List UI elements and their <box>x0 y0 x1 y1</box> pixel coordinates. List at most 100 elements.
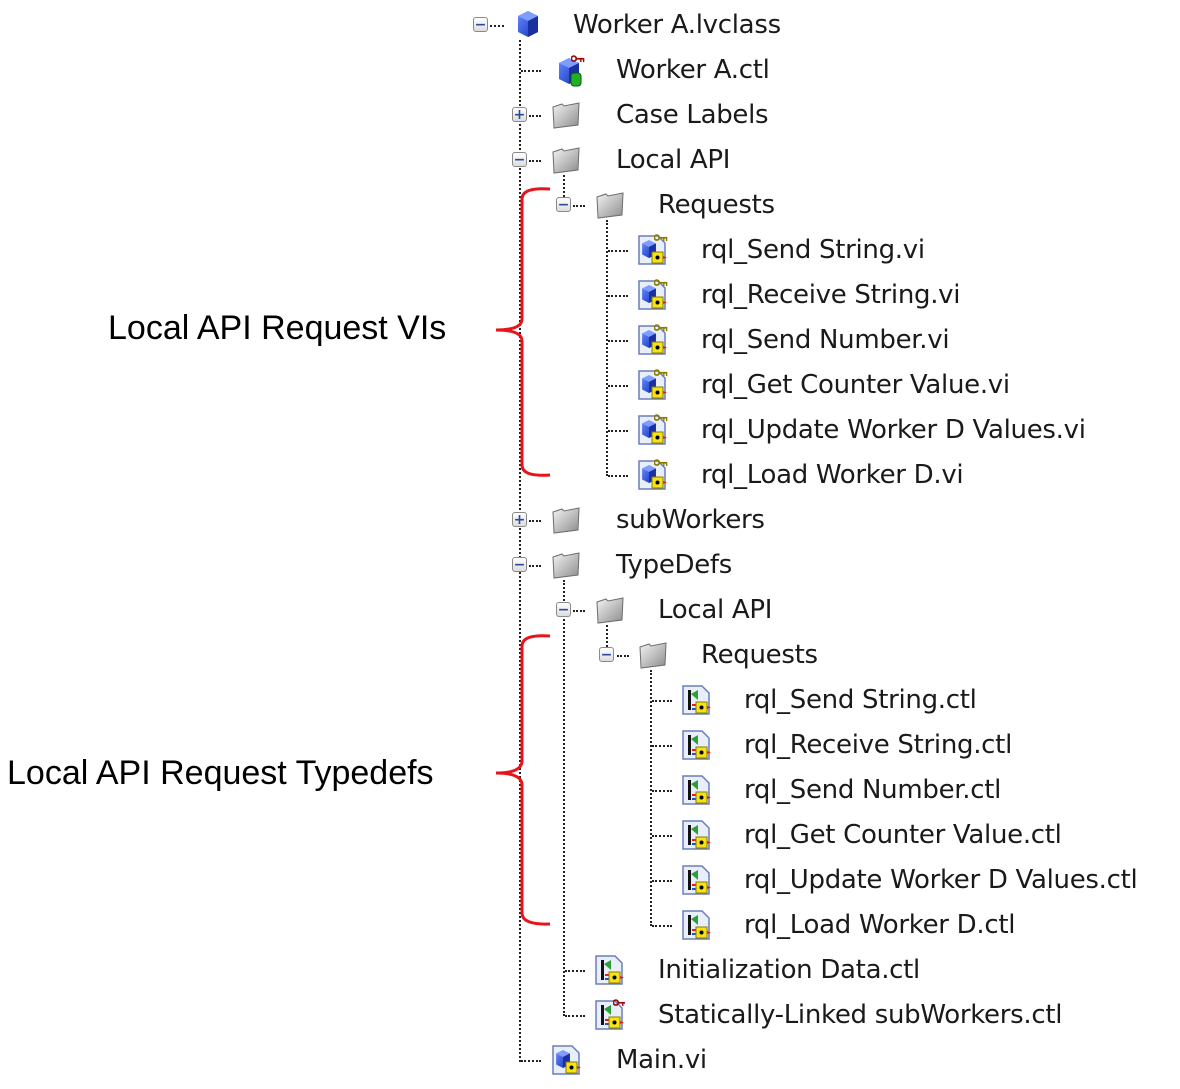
tree-item-label: Initialization Data.ctl <box>658 955 920 985</box>
tree-hline <box>521 1060 541 1062</box>
tree-item-root[interactable]: Worker A.lvclass <box>573 5 781 45</box>
tree-hline <box>521 70 541 72</box>
tree-item[interactable]: Local API <box>616 140 730 180</box>
tree-item[interactable]: Statically-Linked subWorkers.ctl <box>658 995 1062 1035</box>
tree-item[interactable]: rql_Update Worker D Values.ctl <box>744 860 1138 900</box>
tree-hline <box>652 880 672 882</box>
tree-line-typedefs-localapi <box>606 625 608 655</box>
tree-item-label: Local API <box>616 145 731 175</box>
tree-item-label: rql_Receive String.ctl <box>744 730 1012 760</box>
tree-item-label: rql_Update Worker D Values.ctl <box>744 865 1138 895</box>
tree-item-label: rql_Get Counter Value.vi <box>701 370 1010 400</box>
tree-item-label: Statically-Linked subWorkers.ctl <box>658 1000 1063 1030</box>
collapse-toggle[interactable]: − <box>556 601 571 618</box>
folder-icon <box>550 144 582 176</box>
tree-hline <box>565 1015 585 1017</box>
tree-hline <box>652 835 672 837</box>
tree-hline <box>608 295 628 297</box>
folder-icon <box>594 189 626 221</box>
tree-hline <box>608 475 628 477</box>
tree-item-label: Requests <box>701 640 818 670</box>
bracket-request-typedefs <box>495 634 551 926</box>
annotation-request-vis: Local API Request VIs <box>108 309 447 347</box>
tree-item-label: Worker A.ctl <box>616 55 770 85</box>
tree-item-label: Requests <box>658 190 775 220</box>
tree-hline <box>652 745 672 747</box>
folder-icon <box>637 639 669 671</box>
tree-item[interactable]: rql_Send String.vi <box>701 230 925 270</box>
expand-toggle[interactable]: + <box>512 511 527 528</box>
tree-hline <box>529 520 541 522</box>
tree-item-label: rql_Load Worker D.ctl <box>744 910 1016 940</box>
tree-item[interactable]: rql_Send Number.ctl <box>744 770 1001 810</box>
tree-item-label: TypeDefs <box>616 550 733 580</box>
tree-hline <box>652 925 672 927</box>
folder-icon <box>550 99 582 131</box>
tree-item[interactable]: rql_Get Counter Value.ctl <box>744 815 1062 855</box>
tree-item-label: rql_Load Worker D.vi <box>701 460 964 490</box>
tree-item-label: subWorkers <box>616 505 765 535</box>
tree-hline <box>608 250 628 252</box>
collapse-toggle[interactable]: − <box>473 16 488 33</box>
tree-item[interactable]: Case Labels <box>616 95 769 135</box>
tree-hline <box>652 700 672 702</box>
tree-hline <box>529 115 541 117</box>
typedef-ctl-icon <box>680 819 712 851</box>
typedef-ctl-icon <box>680 864 712 896</box>
tree-item[interactable]: rql_Receive String.ctl <box>744 725 1012 765</box>
private-vi-icon <box>636 234 668 266</box>
tree-hline <box>652 790 672 792</box>
tree-hline <box>617 655 629 657</box>
typedef-ctl-icon <box>680 774 712 806</box>
typedef-ctl-icon <box>593 954 625 986</box>
tree-item[interactable]: rql_Get Counter Value.vi <box>701 365 1010 405</box>
private-vi-icon <box>636 459 668 491</box>
tree-line-typedefs <box>563 580 565 1016</box>
tree-hline <box>573 205 585 207</box>
vi-icon <box>550 1044 582 1076</box>
expand-toggle[interactable]: + <box>512 106 527 123</box>
private-vi-icon <box>636 414 668 446</box>
tree-item[interactable]: Initialization Data.ctl <box>658 950 920 990</box>
folder-icon <box>550 504 582 536</box>
class-private-data-ctl-icon <box>553 55 585 87</box>
typedef-ctl-icon <box>680 729 712 761</box>
tree-item[interactable]: Worker A.ctl <box>616 50 770 90</box>
typedef-ctl-icon <box>680 684 712 716</box>
tree-item-label: rql_Update Worker D Values.vi <box>701 415 1086 445</box>
tree-line-typedefs-requests <box>650 670 652 926</box>
collapse-toggle[interactable]: − <box>599 646 614 663</box>
tree-item-label: rql_Send Number.vi <box>701 325 950 355</box>
tree-item[interactable]: rql_Send Number.vi <box>701 320 950 360</box>
tree-item-label: Worker A.lvclass <box>573 10 781 40</box>
tree-item-label: rql_Send String.vi <box>701 235 925 265</box>
tree-hline <box>529 565 541 567</box>
tree-item[interactable]: rql_Load Worker D.vi <box>701 455 964 495</box>
tree-item-label: Main.vi <box>616 1045 707 1075</box>
folder-icon <box>594 594 626 626</box>
tree-item[interactable]: Main.vi <box>616 1040 707 1080</box>
tree-line-local-api <box>563 175 565 205</box>
tree-hline <box>608 340 628 342</box>
tree-item[interactable]: TypeDefs <box>616 545 732 585</box>
collapse-toggle[interactable]: − <box>512 556 527 573</box>
tree-item[interactable]: rql_Send String.ctl <box>744 680 977 720</box>
tree-item[interactable]: rql_Load Worker D.ctl <box>744 905 1015 945</box>
collapse-toggle[interactable]: − <box>556 196 571 213</box>
tree-item[interactable]: rql_Update Worker D Values.vi <box>701 410 1086 450</box>
private-vi-icon <box>636 369 668 401</box>
tree-item[interactable]: rql_Receive String.vi <box>701 275 960 315</box>
collapse-toggle[interactable]: − <box>512 151 527 168</box>
tree-line-requests <box>606 220 608 476</box>
tree-hline <box>565 970 585 972</box>
tree-hline <box>529 160 541 162</box>
tree-item[interactable]: Local API <box>658 590 772 630</box>
typedef-ctl-icon <box>680 909 712 941</box>
tree-item[interactable]: Requests <box>701 635 818 675</box>
tree-hline <box>608 385 628 387</box>
tree-item[interactable]: subWorkers <box>616 500 765 540</box>
private-vi-icon <box>636 324 668 356</box>
tree-item[interactable]: Requests <box>658 185 775 225</box>
tree-line-root <box>519 40 521 1062</box>
tree-hline <box>573 610 585 612</box>
